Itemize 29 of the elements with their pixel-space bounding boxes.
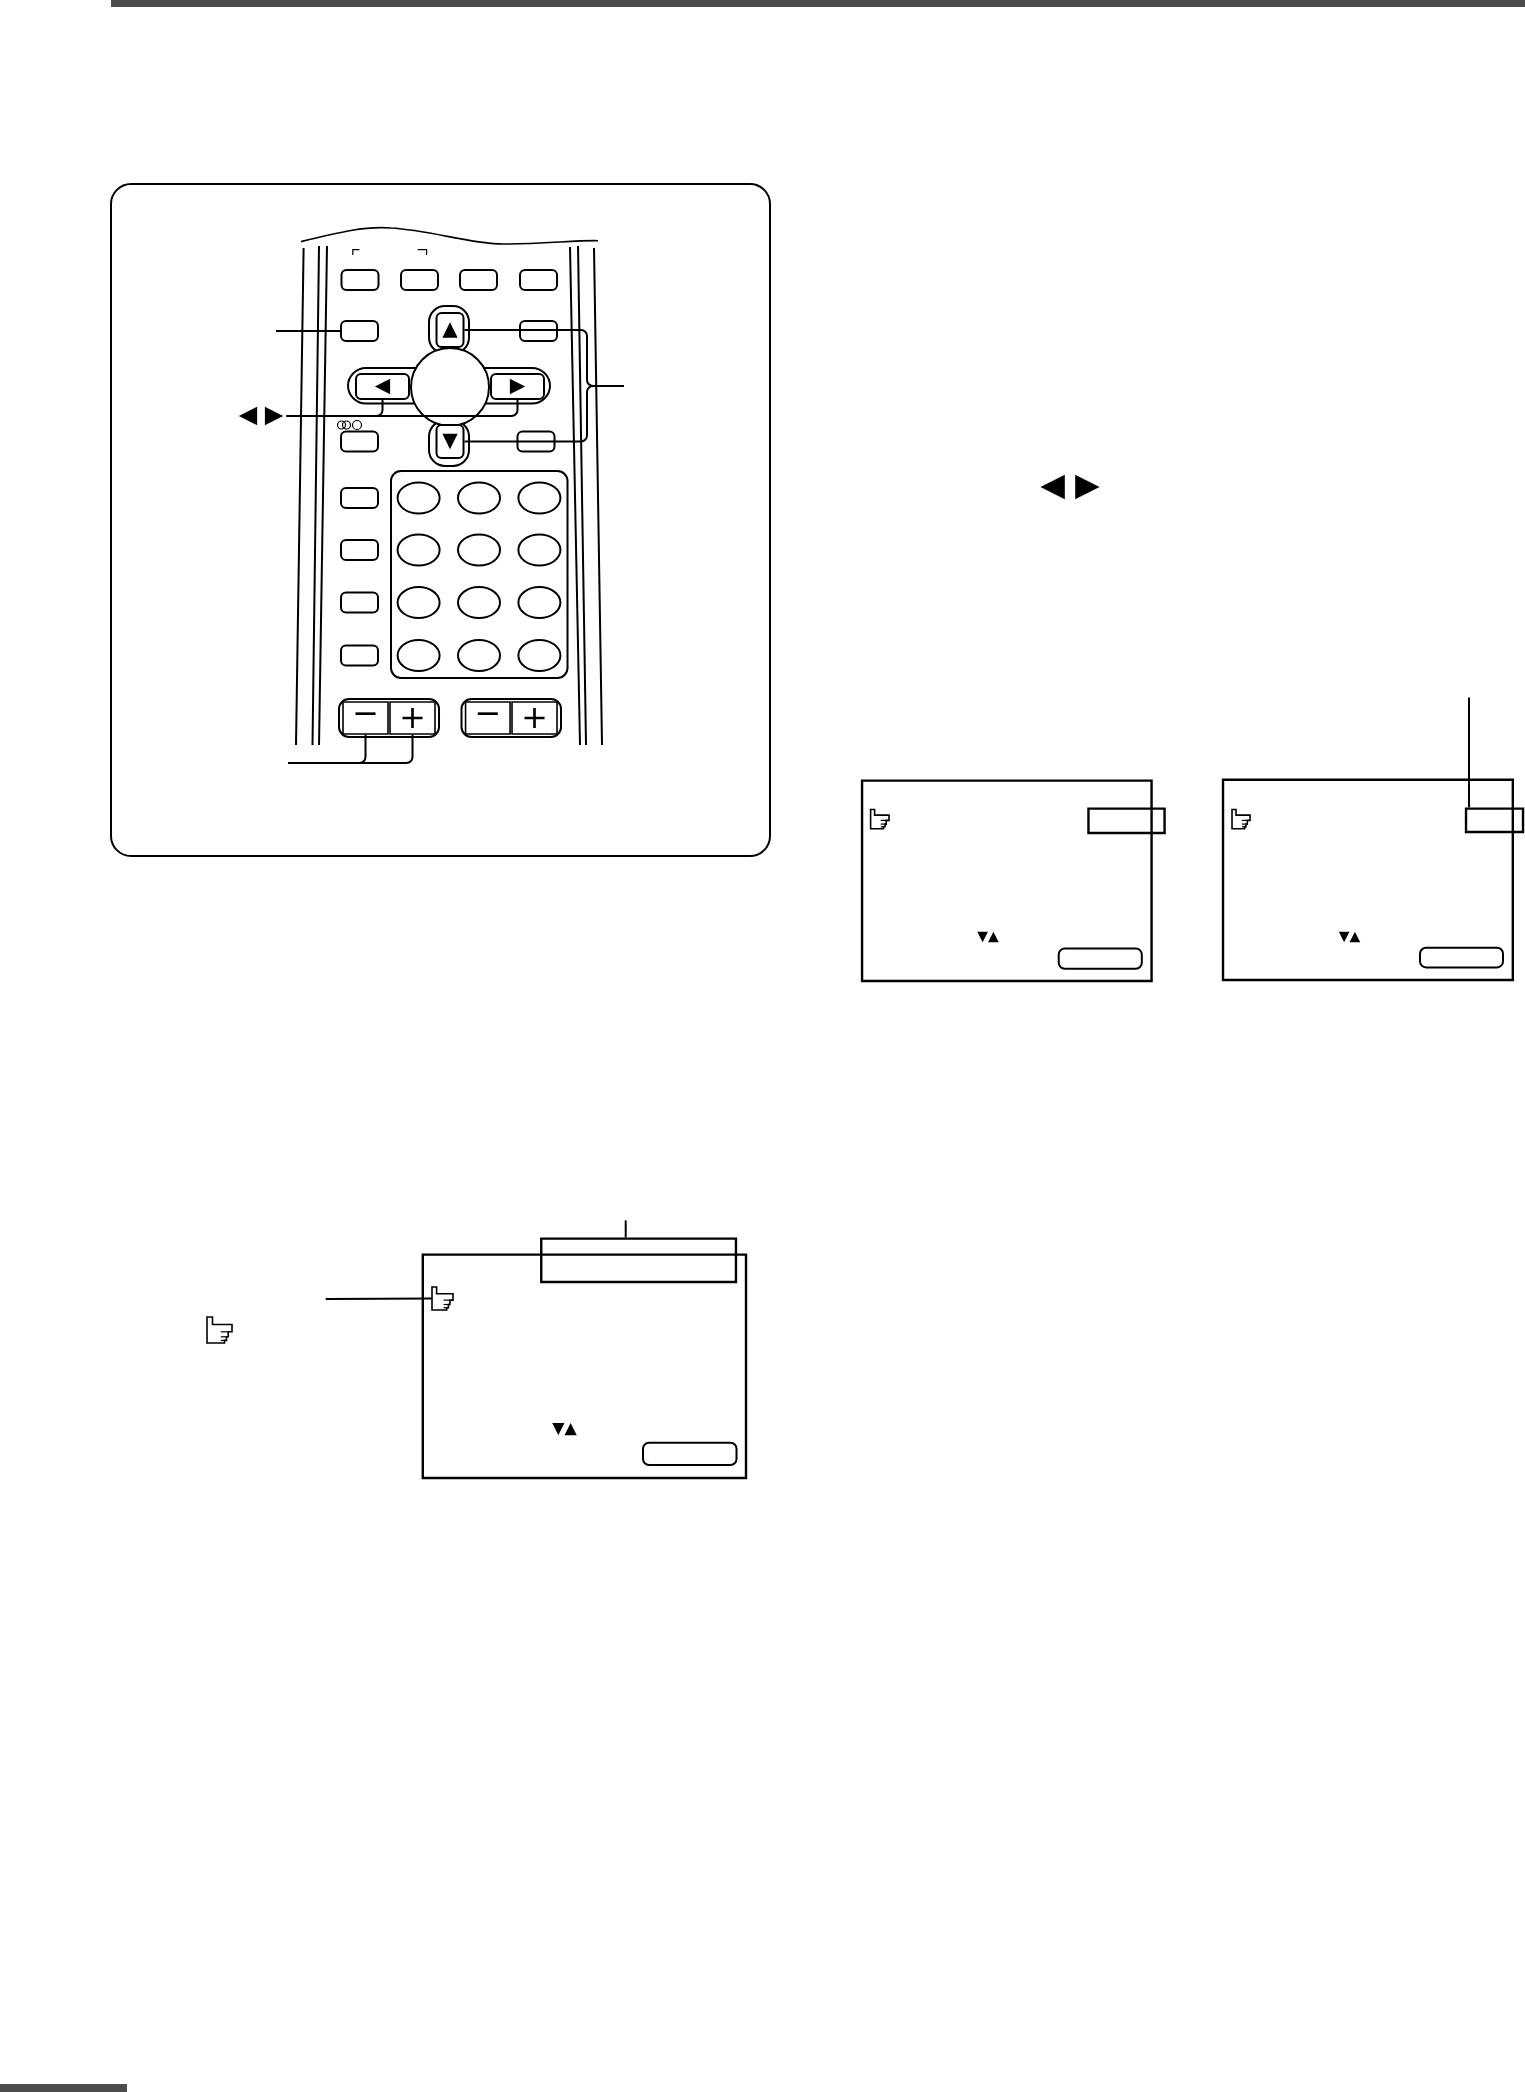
- volume-button: −: [342, 701, 389, 735]
- highlight-box: [1087, 807, 1166, 835]
- leader-line: [285, 399, 519, 417]
- panel-frame: [110, 183, 771, 857]
- volume-button: +: [511, 701, 558, 735]
- volume-button: −: [464, 701, 511, 735]
- leader-line: [624, 1219, 627, 1239]
- arrow-symbols: ▼▲: [1338, 931, 1361, 943]
- arrow-button: ▼: [435, 424, 465, 459]
- screen-frame: [860, 779, 1153, 983]
- volume-button: +: [389, 701, 436, 735]
- leader-line: [1468, 696, 1470, 809]
- remote-button: [340, 320, 379, 342]
- screen-frame: [1221, 778, 1514, 982]
- highlight-box: [1464, 807, 1525, 834]
- highlight-box: [540, 1237, 738, 1284]
- arrow-button: ◀: [355, 373, 410, 400]
- hand-icon: [431, 1286, 454, 1311]
- arrow-symbols: ◀ ▶: [238, 406, 284, 426]
- arrow-button: ▶: [490, 373, 545, 400]
- screen-frame: [421, 1253, 748, 1480]
- arrow-symbols: ▼▲: [552, 1422, 577, 1436]
- leader-line: [324, 1297, 433, 1300]
- arrow-button: ▲: [435, 312, 465, 348]
- leader-line: [287, 733, 414, 764]
- arrow-symbols: ▼▲: [977, 931, 999, 943]
- arrow-symbols: ◀ ▶: [1040, 474, 1100, 500]
- leader-line: [463, 385, 625, 443]
- leader-line: [275, 330, 341, 332]
